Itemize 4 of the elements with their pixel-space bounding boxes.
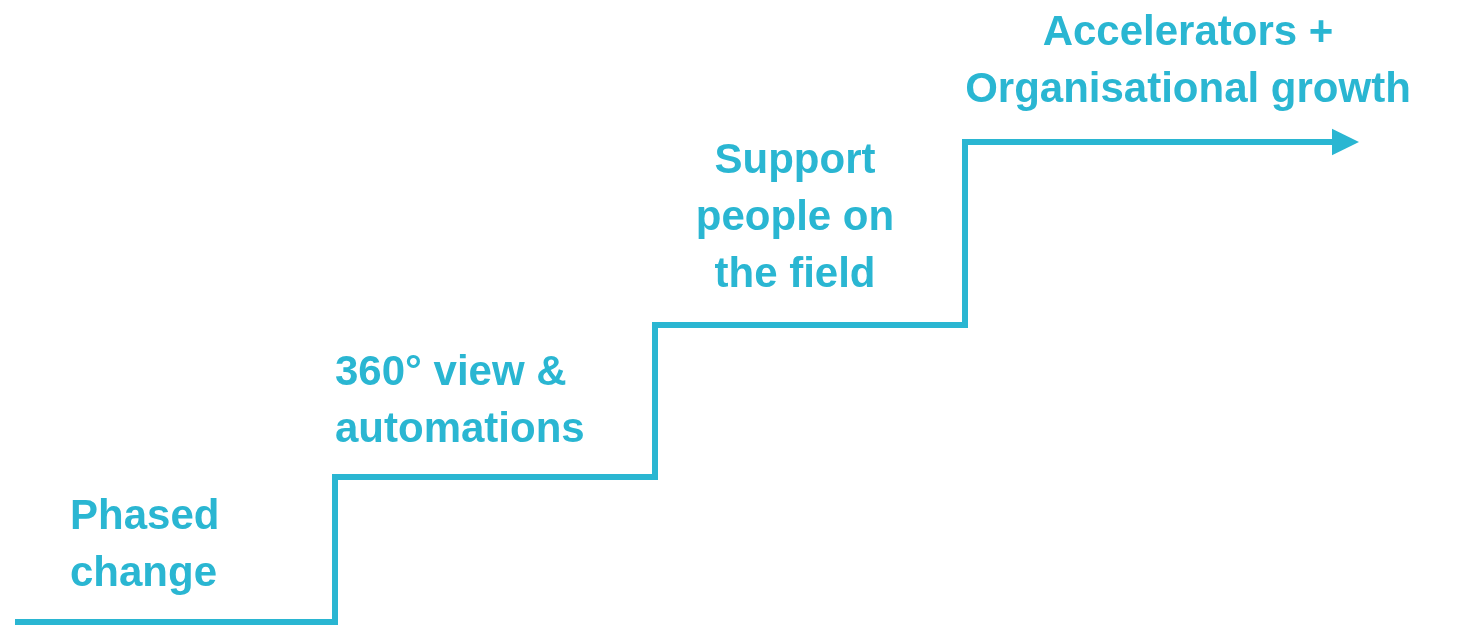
step-label: Phased change: [70, 490, 221, 597]
step-label: Accelerators + Organisational growth: [964, 6, 1412, 113]
step-label: Support people on the field: [694, 134, 896, 298]
step-label: 360° view & automations: [335, 346, 586, 453]
